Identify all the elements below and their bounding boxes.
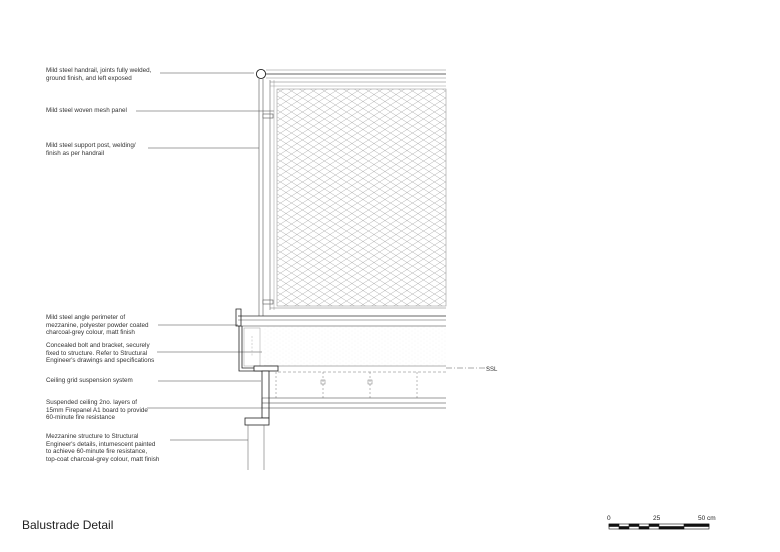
- scale-label-0: 0: [607, 515, 611, 522]
- support-post: [258, 79, 274, 316]
- note-suspended-ceiling: Suspended ceiling 2no. layers of 15mm Fi…: [46, 399, 148, 422]
- note-handrail: Mild steel handrail, joints fully welded…: [46, 67, 152, 82]
- mezzanine-slab: [238, 315, 446, 367]
- mesh-panel: [269, 80, 447, 310]
- note-ceiling-grid: Ceiling grid suspension system: [46, 377, 133, 384]
- drawing-title: Balustrade Detail: [22, 518, 114, 532]
- steel-beam: [244, 365, 279, 470]
- suspended-ceiling: [261, 397, 446, 409]
- scale-label-50: 50 cm: [698, 515, 716, 522]
- leader-lines: [136, 72, 274, 441]
- note-angle-perimeter: Mild steel angle perimeter of mezzanine,…: [46, 314, 149, 337]
- note-support-post: Mild steel support post, welding/ finish…: [46, 142, 136, 157]
- note-concealed-bolt: Concealed bolt and bracket, securely fix…: [46, 342, 155, 365]
- ssl-label: SSL: [486, 367, 498, 373]
- handrail: [255, 68, 446, 80]
- scale-label-25: 25: [653, 515, 661, 522]
- ceiling-grid: [275, 371, 446, 398]
- angle-perimeter: [235, 308, 263, 372]
- scale-bar: [608, 523, 710, 530]
- ssl-level-line: SSL: [446, 367, 498, 373]
- note-mezzanine-structure: Mezzanine structure to Structural Engine…: [46, 433, 160, 463]
- note-mesh-panel: Mild steel woven mesh panel: [46, 107, 127, 114]
